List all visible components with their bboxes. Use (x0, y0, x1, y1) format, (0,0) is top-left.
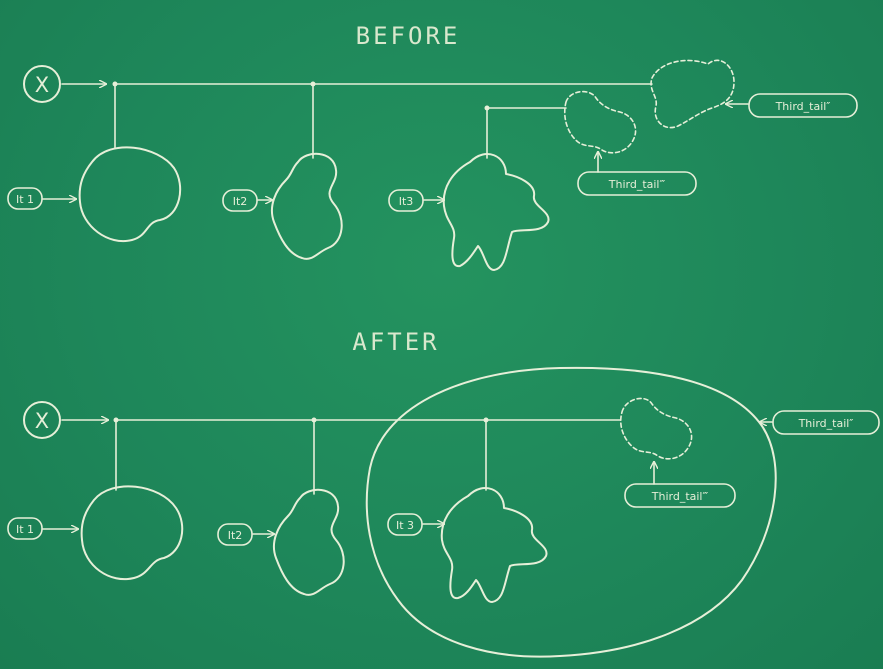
svg-text:It 3: It 3 (396, 519, 414, 532)
after-it3-tag: It 3 (387, 513, 423, 536)
before-tail2-blob (650, 59, 735, 129)
before-tail3-tag: Third_tail‴ (577, 171, 697, 196)
after-x-node: X (23, 401, 61, 439)
before-blob-2 (270, 152, 343, 260)
svg-text:Third_tail″: Third_tail″ (775, 100, 831, 113)
svg-text:Third_tail‴: Third_tail‴ (608, 178, 666, 191)
svg-text:It 1: It 1 (16, 193, 34, 206)
svg-text:Third_tail‴: Third_tail‴ (651, 490, 709, 503)
before-blob-3 (442, 153, 550, 271)
before-tail2-tag: Third_tail″ (748, 93, 858, 118)
before-title: BEFORE (356, 22, 461, 50)
before-it1-tag: It 1 (7, 187, 43, 210)
svg-text:It2: It2 (228, 529, 243, 542)
svg-text:Third_tail″: Third_tail″ (798, 417, 854, 430)
after-it2-tag: It2 (217, 523, 253, 546)
after-x-label: X (35, 409, 49, 433)
after-blob-1 (80, 485, 184, 581)
after-blob-2 (272, 488, 345, 596)
svg-text:It3: It3 (399, 195, 414, 208)
after-tail2-enclosure (365, 366, 777, 658)
before-it3-tag: It3 (388, 189, 424, 212)
before-tail3-blob (563, 90, 637, 154)
after-title: AFTER (352, 328, 439, 356)
svg-text:It2: It2 (233, 195, 248, 208)
svg-text:It 1: It 1 (16, 523, 34, 536)
before-x-label: X (35, 73, 49, 97)
after-it1-tag: It 1 (7, 517, 43, 540)
before-it2-tag: It2 (222, 189, 258, 212)
before-x-node: X (23, 65, 61, 103)
after-blob-3 (440, 487, 548, 603)
after-tail3-tag: Third_tail‴ (624, 483, 736, 508)
after-tail3-blob (619, 397, 693, 460)
after-tail2-tag: Third_tail″ (772, 410, 880, 435)
before-blob-1 (78, 146, 182, 243)
